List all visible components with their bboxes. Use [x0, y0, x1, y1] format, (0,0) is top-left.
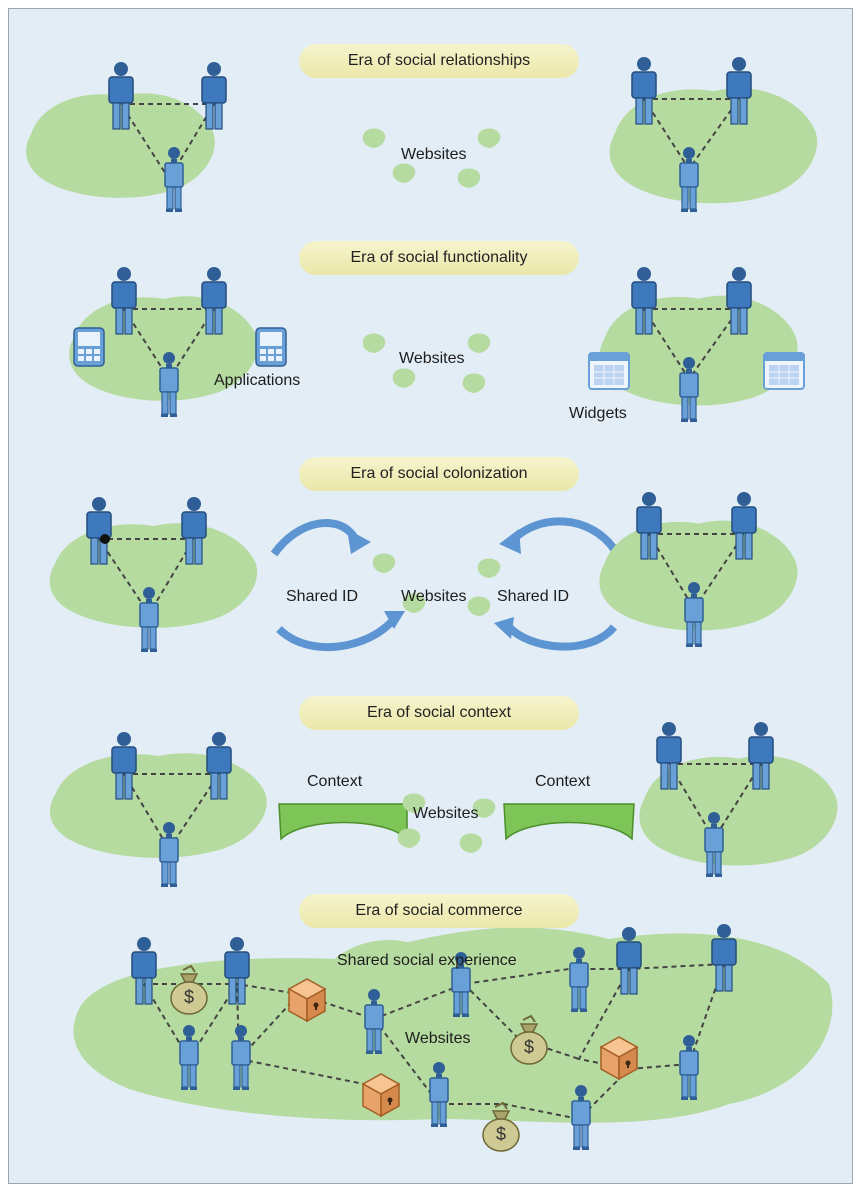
websites-label: Websites — [401, 146, 467, 163]
era5-map — [73, 927, 833, 1123]
connection-lines — [119, 103, 216, 181]
arrow-icon — [270, 519, 358, 557]
era-title: Era of social functionality — [299, 241, 579, 275]
era-title: Era of social relationships — [299, 44, 579, 78]
applications-label: Applications — [214, 372, 301, 389]
widget-icon — [763, 352, 805, 390]
era3-arrows — [270, 517, 618, 652]
package-icon — [288, 978, 326, 1022]
websites-label: Websites — [405, 1030, 471, 1047]
bridge-icon — [278, 803, 408, 841]
id-dot — [100, 534, 110, 544]
diagram-frame: $ $ $ Era of social relationships Era of… — [8, 8, 853, 1184]
island — [73, 927, 833, 1123]
connection-lines — [642, 98, 741, 171]
money-bag-icon: $ — [482, 1102, 520, 1152]
era2-left-cluster — [69, 266, 287, 418]
era-title: Era of social colonization — [299, 457, 579, 491]
island — [49, 753, 267, 858]
arrow-icon — [276, 616, 398, 652]
websites-label: Websites — [401, 588, 467, 605]
diagram-canvas: $ $ $ — [26, 56, 838, 1152]
svg-text:$: $ — [184, 987, 194, 1007]
era4-left-cluster — [49, 731, 267, 888]
era4-bridges — [278, 803, 635, 841]
person-icon — [201, 61, 227, 130]
island — [639, 755, 838, 866]
svg-text:$: $ — [524, 1037, 534, 1057]
era3-left-cluster — [49, 496, 258, 653]
svg-text:$: $ — [496, 1124, 506, 1144]
application-device-icon — [255, 327, 287, 367]
shared-id-label: Shared ID — [497, 588, 570, 605]
era4-right-cluster — [639, 721, 838, 878]
era1-left-cluster — [26, 61, 227, 213]
shared-id-label: Shared ID — [286, 588, 359, 605]
era-title: Era of social context — [299, 696, 579, 730]
era5-items: $ $ $ — [170, 965, 638, 1152]
era2-right-cluster — [588, 266, 805, 423]
shared-experience-label: Shared social experience — [337, 952, 517, 969]
websites-label: Websites — [413, 805, 479, 822]
arrow-icon — [506, 624, 618, 651]
application-device-icon — [73, 327, 105, 367]
era1-right-cluster — [609, 56, 818, 213]
context-label: Context — [307, 773, 363, 790]
widget-icon — [588, 352, 630, 390]
money-bag-icon: $ — [170, 965, 208, 1015]
widgets-label: Widgets — [569, 405, 627, 422]
era-title: Era of social commerce — [299, 894, 579, 928]
package-icon — [362, 1073, 400, 1117]
era3-right-cluster — [599, 491, 798, 648]
bridge-icon — [503, 803, 635, 841]
arrow-icon — [511, 517, 618, 552]
money-bag-icon: $ — [510, 1015, 548, 1065]
package-icon — [600, 1036, 638, 1080]
websites-label: Websites — [399, 350, 465, 367]
context-label: Context — [535, 773, 591, 790]
